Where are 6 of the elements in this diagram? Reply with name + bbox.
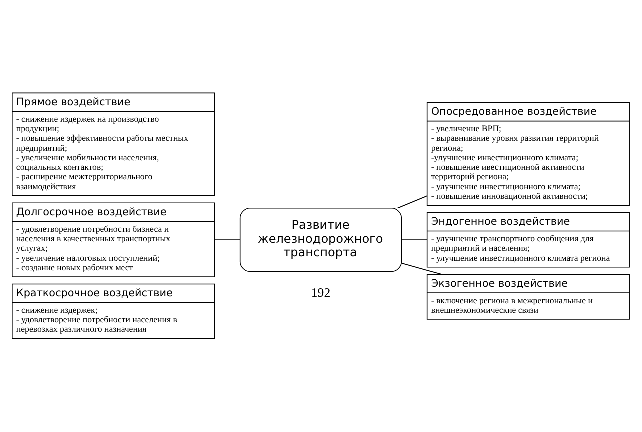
node-box: Развитие железнодорожного транспорта (240, 208, 402, 272)
connector (214, 240, 241, 241)
connector (401, 240, 428, 241)
connector (401, 262, 442, 276)
label: 192 (311, 286, 331, 300)
connector (397, 196, 428, 209)
